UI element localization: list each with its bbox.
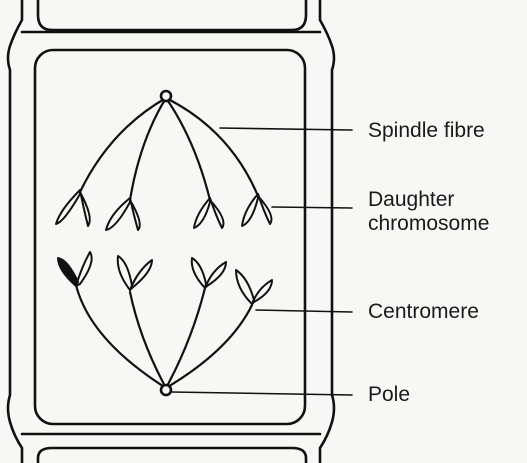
daughter-chromosome	[58, 252, 92, 286]
daughter-chromosome	[118, 256, 152, 290]
spindle-fibre-label: Spindle fibre	[368, 119, 485, 143]
centromere-leader	[256, 310, 352, 312]
upper-spindle-fibres	[80, 98, 258, 200]
lower-cell-outline	[38, 448, 306, 463]
cell-membrane	[35, 50, 305, 424]
lower-pole	[161, 385, 171, 395]
daughter-chromosome-label-line1: Daughter	[368, 188, 489, 212]
daughter-chromosome	[242, 194, 272, 226]
daughter-chromosome	[194, 198, 224, 228]
lower-spindle-fibres	[76, 285, 252, 388]
label-leader-lines	[172, 128, 352, 395]
lower-daughter-chromosomes	[58, 252, 272, 304]
daughter-chromosome	[56, 190, 90, 226]
pole-leader	[172, 392, 352, 395]
daughter-chromosome-label: Daughter chromosome	[368, 188, 489, 236]
daughter-chromosome	[236, 270, 272, 304]
daughter-chromosome	[106, 198, 140, 230]
upper-pole	[161, 91, 171, 101]
daughter-chromosome	[192, 258, 226, 288]
daughter-chromosome-label-line2: chromosome	[368, 212, 489, 236]
centromere-label: Centromere	[368, 300, 479, 324]
pole-label: Pole	[368, 383, 410, 407]
daughter-chromosome-leader	[272, 207, 352, 208]
upper-cell-outline	[38, 0, 306, 30]
upper-daughter-chromosomes	[56, 190, 272, 230]
